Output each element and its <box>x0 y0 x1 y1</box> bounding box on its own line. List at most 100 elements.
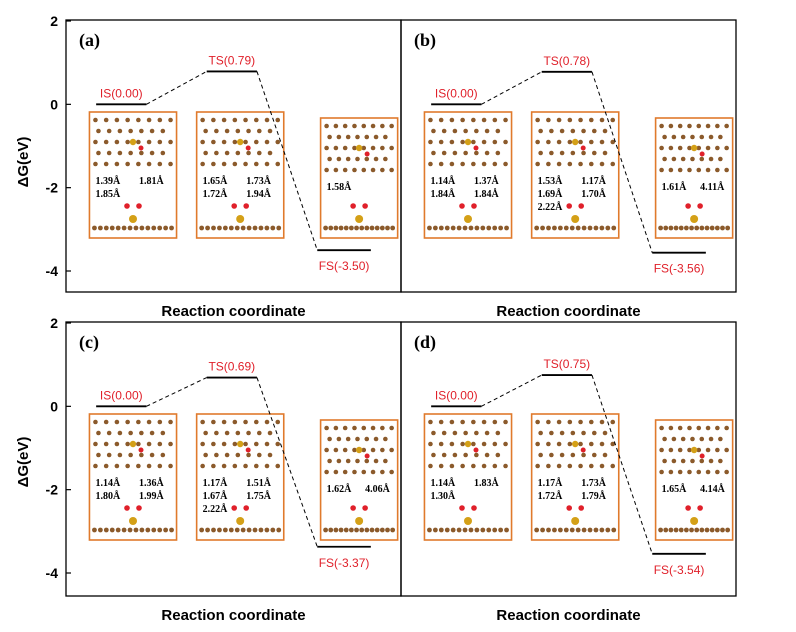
substrate-atom <box>338 527 344 533</box>
metal-atom-side <box>690 517 699 525</box>
substrate-atom <box>217 225 222 231</box>
substrate-atom <box>92 225 97 231</box>
carbon-atom <box>221 139 227 145</box>
energy-label-TS: TS(0.78) <box>543 54 590 68</box>
carbon-atom <box>327 134 332 140</box>
carbon-atom <box>492 441 498 447</box>
bond-length-label: 1.37Å <box>474 175 500 187</box>
carbon-atom <box>345 156 351 162</box>
substrate-atom <box>348 527 354 533</box>
carbon-atom <box>232 463 238 469</box>
substrate-atom <box>359 225 365 231</box>
substrate-atom <box>427 527 432 533</box>
substrate-atom <box>689 225 694 231</box>
substrate-atom <box>348 225 354 231</box>
carbon-atom <box>352 145 357 151</box>
carbon-atom <box>599 419 605 425</box>
carbon-atom <box>690 458 695 464</box>
carbon-atom <box>705 145 711 151</box>
carbon-atom <box>373 134 379 140</box>
substrate-atom <box>575 225 581 231</box>
carbon-atom <box>267 150 273 156</box>
substrate-atom <box>390 225 396 231</box>
carbon-atom <box>578 161 583 167</box>
substrate-atom <box>228 225 234 231</box>
substrate-atom <box>234 527 240 533</box>
oxygen-atom <box>473 145 479 151</box>
carbon-atom <box>389 145 394 151</box>
bond-length-label: 1.65Å <box>662 483 688 495</box>
carbon-atom <box>428 117 433 123</box>
substrate-atom <box>709 527 715 533</box>
carbon-atom <box>168 463 173 469</box>
carbon-atom <box>114 161 120 167</box>
carbon-atom <box>428 463 433 469</box>
carbon-atom <box>492 161 498 167</box>
carbon-atom <box>687 425 692 431</box>
carbon-atom <box>570 452 576 458</box>
carbon-atom <box>659 145 664 151</box>
carbon-atom <box>160 452 166 458</box>
carbon-atom <box>668 145 674 151</box>
carbon-atom <box>549 452 554 458</box>
substrate-atom <box>456 225 462 231</box>
carbon-atom <box>556 161 562 167</box>
carbon-atom <box>146 441 152 447</box>
carbon-atom <box>232 419 238 425</box>
bond-length-label: 1.62Å <box>327 483 353 495</box>
carbon-atom <box>211 139 216 145</box>
substrate-atom <box>462 527 468 533</box>
oxygen-atom <box>580 145 586 151</box>
substrate-atom <box>678 225 684 231</box>
x-axis-label: Reaction coordinate <box>161 303 305 320</box>
carbon-atom <box>438 139 444 145</box>
substrate-atom <box>427 225 432 231</box>
carbon-atom <box>556 441 562 447</box>
substrate-atom <box>205 225 210 231</box>
carbon-atom <box>324 425 329 431</box>
carbon-atom <box>383 156 388 162</box>
carbon-atom <box>214 452 219 458</box>
carbon-atom <box>275 161 281 167</box>
carbon-atom <box>139 128 144 134</box>
substrate-atom <box>157 527 163 533</box>
carbon-atom <box>103 419 109 425</box>
carbon-atom <box>471 139 476 145</box>
substrate-atom <box>498 527 504 533</box>
carbon-atom <box>125 419 130 425</box>
carbon-atom <box>136 419 141 425</box>
substrate-atom <box>115 225 121 231</box>
carbon-atom <box>117 150 123 156</box>
substrate-atom <box>593 527 599 533</box>
carbon-atom <box>671 436 677 442</box>
substrate-atom <box>359 527 365 533</box>
substrate-atom <box>563 527 569 533</box>
substrate-atom <box>450 225 456 231</box>
oxygen-atom-side <box>362 203 368 209</box>
carbon-atom <box>106 128 112 134</box>
substrate-atom <box>540 527 545 533</box>
substrate-atom <box>575 527 581 533</box>
carbon-atom <box>125 463 130 469</box>
substrate-atom <box>217 527 222 533</box>
carbon-atom <box>168 161 173 167</box>
oxygen-atom-side <box>136 505 142 511</box>
substrate-atom <box>534 225 540 231</box>
substrate-atom <box>504 225 509 231</box>
carbon-atom <box>696 447 702 453</box>
bond-length-label: 1.70Å <box>581 188 607 200</box>
carbon-atom <box>125 441 130 447</box>
substrate-atom <box>199 527 205 533</box>
carbon-atom <box>336 436 342 442</box>
carbon-atom <box>203 430 208 436</box>
substrate-atom <box>169 527 174 533</box>
substrate-atom <box>546 527 551 533</box>
substrate-atom <box>678 527 684 533</box>
substrate-atom <box>432 527 438 533</box>
substrate-atom <box>683 225 689 231</box>
carbon-atom <box>549 128 554 134</box>
substrate-atom <box>199 225 205 231</box>
